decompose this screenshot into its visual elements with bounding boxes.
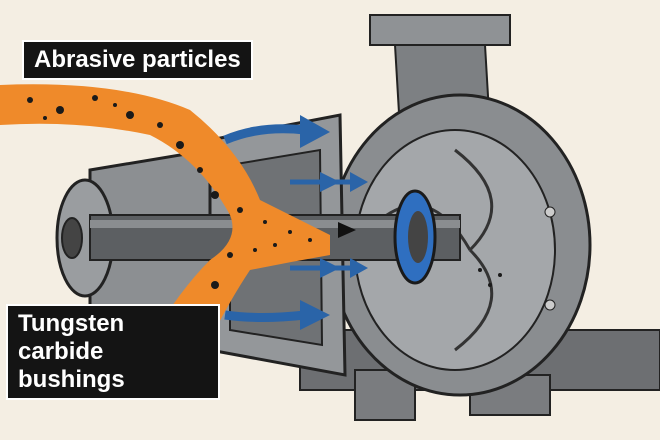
bushing-bore [408,211,428,263]
discharge-flange [369,14,511,46]
small-flow-arrows [290,179,352,271]
slurry-stream [0,84,330,341]
shaft-bore [61,217,83,259]
abrasive-particles-label: Abrasive particles [22,40,253,80]
abrasive-particles [27,95,502,334]
bolt [544,206,556,218]
bolt [544,299,556,311]
bushings-label-line1: Tungsten carbide [18,310,125,365]
abrasive-particles-text: Abrasive particles [34,46,241,73]
particle-direction-arrow [338,222,356,238]
flow-arrows [223,124,306,322]
bushings-label-line2: bushings [18,366,125,393]
tungsten-carbide-bushings-label: Tungsten carbide bushings [6,304,220,400]
